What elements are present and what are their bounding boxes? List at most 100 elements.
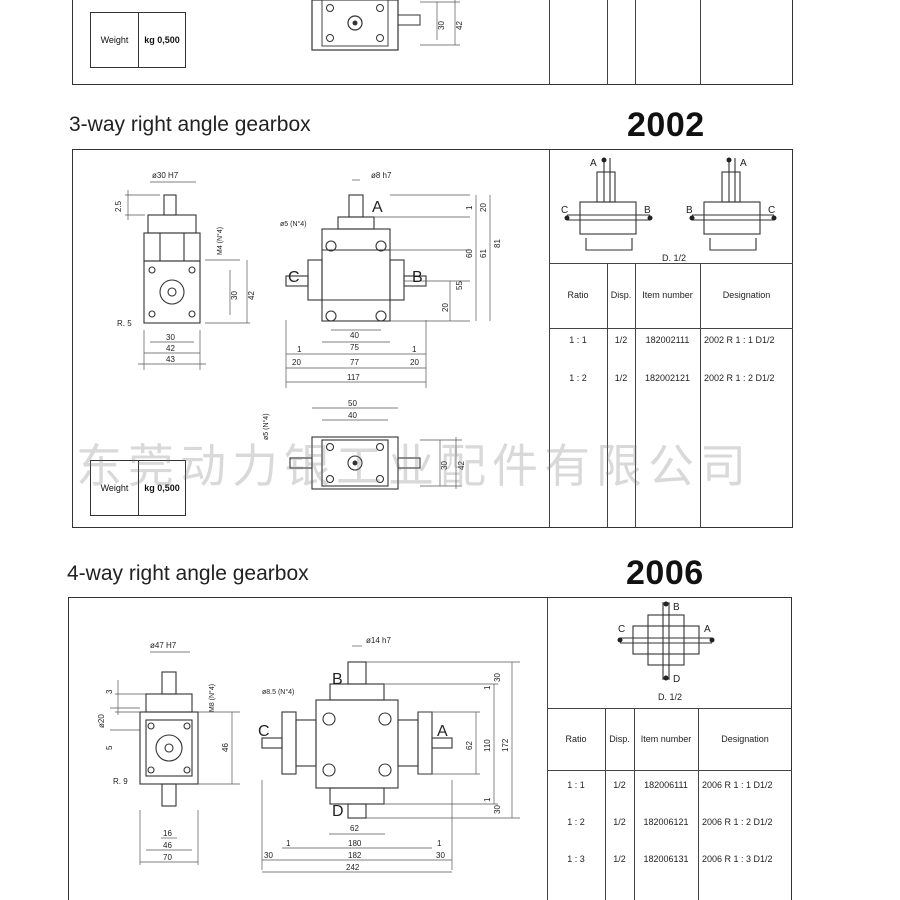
table-cell: 182006121 bbox=[643, 817, 689, 827]
table-cell: 2002 R 1 : 1 D1/2 bbox=[704, 335, 775, 345]
model-number-2002: 2002 bbox=[627, 106, 705, 144]
dim-110: 110 bbox=[483, 739, 492, 752]
shaft-label-a: A bbox=[437, 723, 448, 740]
dim-42: 42 bbox=[457, 461, 466, 470]
dim-30: 30 bbox=[230, 291, 239, 300]
dim-30: 30 bbox=[166, 333, 175, 342]
top-bottom-view-drawing: 30 42 bbox=[311, 0, 464, 51]
dim-30: 30 bbox=[436, 851, 445, 860]
section-title-2002: 3-way right angle gearbox bbox=[69, 113, 311, 136]
svg-text:B: B bbox=[686, 205, 693, 216]
dim-d8h7: ø8 h7 bbox=[371, 171, 392, 180]
dim-1: 1 bbox=[483, 685, 492, 690]
dim-d30h7: ø30 H7 bbox=[152, 171, 179, 180]
drawing-2002: A C B A B C D. 1/2 bbox=[114, 157, 777, 490]
top-spec-sheet bbox=[72, 0, 793, 85]
table-cell: 2002 R 1 : 2 D1/2 bbox=[704, 373, 775, 383]
dim-1: 1 bbox=[286, 839, 291, 848]
svg-text:A: A bbox=[740, 158, 747, 169]
spec-sheet-2002 bbox=[72, 149, 793, 528]
dim-70: 70 bbox=[163, 853, 172, 862]
dim-62: 62 bbox=[350, 824, 359, 833]
table-header-disp: Disp. bbox=[609, 734, 630, 744]
dim-1: 1 bbox=[297, 345, 302, 354]
model-number-2006: 2006 bbox=[626, 554, 704, 592]
spec-sheet-2006 bbox=[68, 597, 792, 900]
svg-text:C: C bbox=[768, 205, 775, 216]
dim-61: 61 bbox=[479, 249, 488, 258]
dim-42: 42 bbox=[166, 344, 175, 353]
table-cell: 2006 R 1 : 1 D1/2 bbox=[702, 780, 773, 790]
table-cell: 182002121 bbox=[644, 373, 691, 383]
drawing-2006: B C A D D. 1/2 ø47 H7 3 ø20 5 M8 (N°4) bbox=[97, 601, 715, 873]
table-cell: 1/2 bbox=[613, 780, 626, 790]
dim-77: 77 bbox=[350, 358, 359, 367]
shaft-label-c: C bbox=[288, 269, 300, 286]
table-row: 1 : 1 bbox=[569, 335, 587, 345]
dim-75: 75 bbox=[350, 343, 359, 352]
weight-box-2002: Weight kg 0,500 bbox=[90, 460, 186, 516]
dim-3: 3 bbox=[105, 689, 114, 694]
scheme-diagram-2002-a bbox=[567, 158, 650, 251]
table-row: 1 : 2 bbox=[567, 817, 585, 827]
dim-81: 81 bbox=[493, 239, 502, 248]
dim-20: 20 bbox=[410, 358, 419, 367]
dim-30b: 30 bbox=[493, 805, 502, 814]
dim-20b: 20 bbox=[441, 303, 450, 312]
top-dim-42: 42 bbox=[455, 21, 464, 30]
dim-42: 42 bbox=[247, 291, 256, 300]
shaft-label-d: D bbox=[332, 803, 344, 820]
dim-46: 46 bbox=[163, 841, 172, 850]
front-view-2006 bbox=[261, 661, 453, 819]
table-header-disp: Disp. bbox=[610, 290, 632, 300]
table-header-item-number: Item number bbox=[642, 290, 693, 300]
dim-40: 40 bbox=[350, 331, 359, 340]
dim-d5n4: ø5 (N°4) bbox=[262, 413, 270, 440]
scheme-diagram-2002-b bbox=[692, 158, 774, 251]
dim-m8n4: M8 (N°4) bbox=[208, 684, 216, 712]
shaft-label-b: B bbox=[412, 269, 423, 286]
table-row: 1 : 1 bbox=[567, 780, 585, 790]
dim-20: 20 bbox=[479, 203, 488, 212]
dim-d20: ø20 bbox=[97, 714, 106, 728]
table-cell: 1/2 bbox=[613, 817, 626, 827]
dim-1: 1 bbox=[437, 839, 442, 848]
dim-50: 50 bbox=[348, 399, 357, 408]
weight-value: kg 0,500 bbox=[144, 483, 180, 493]
table-cell: 2006 R 1 : 3 D1/2 bbox=[702, 854, 773, 864]
dim-1b: 1 bbox=[483, 797, 492, 802]
dim-d47h7: ø47 H7 bbox=[150, 641, 177, 650]
shaft-label-c: C bbox=[258, 723, 270, 740]
dim-30: 30 bbox=[493, 673, 502, 682]
shaft-label-a: A bbox=[372, 199, 383, 216]
dim-16: 16 bbox=[163, 829, 172, 838]
dim-5: 5 bbox=[105, 745, 114, 750]
dim-d5n4: ø5 (N°4) bbox=[280, 220, 307, 228]
scheme-label-2002: D. 1/2 bbox=[662, 253, 686, 263]
dim-242: 242 bbox=[346, 863, 360, 872]
dim-20: 20 bbox=[292, 358, 301, 367]
scheme-diagram-2006 bbox=[620, 602, 712, 680]
weight-value: kg 0,500 bbox=[144, 35, 180, 45]
top-dim-30: 30 bbox=[437, 21, 446, 30]
table-header-designation: Designation bbox=[722, 290, 771, 300]
table-cell: 2006 R 1 : 2 D1/2 bbox=[702, 817, 773, 827]
scheme-label-a: A bbox=[704, 624, 711, 635]
table-header-ratio: Ratio bbox=[565, 734, 587, 744]
table-header-item-number: Item number bbox=[640, 734, 692, 744]
scheme-label-c: C bbox=[618, 624, 625, 635]
dim-43: 43 bbox=[166, 355, 175, 364]
scheme-label-c: C bbox=[561, 205, 568, 216]
dim-117: 117 bbox=[347, 373, 360, 382]
dim-r9: R. 9 bbox=[113, 777, 128, 786]
dim-r5: R. 5 bbox=[117, 319, 132, 328]
dim-40: 40 bbox=[348, 411, 357, 420]
weight-label: Weight bbox=[91, 13, 139, 67]
table-cell: 1/2 bbox=[613, 854, 626, 864]
dim-172: 172 bbox=[501, 738, 510, 752]
shaft-label-b: B bbox=[332, 671, 343, 688]
table-cell: 1/2 bbox=[614, 373, 628, 383]
dim-d8-5n4: ø8.5 (N°4) bbox=[262, 688, 294, 696]
dim-d14h7: ø14 h7 bbox=[366, 636, 391, 645]
side-view-2006 bbox=[139, 671, 199, 807]
